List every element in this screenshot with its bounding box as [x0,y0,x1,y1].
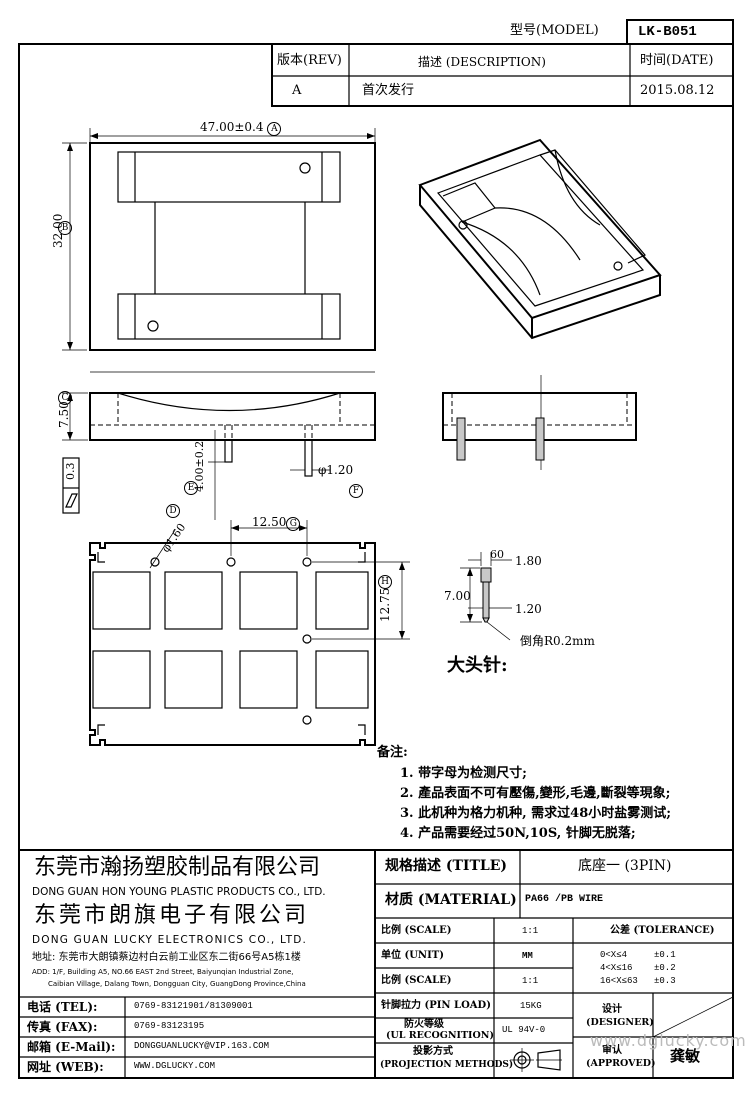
scale-label: 比例 (SCALE) [381,925,452,936]
notes-title: 备注: [377,745,408,760]
title-block [19,849,734,1078]
pin-d3: 7.00 [444,589,471,603]
pin-detail-title: 大头针: [447,655,508,676]
web-label: 网址 (WEB): [27,1060,104,1074]
note-4: 4. 产品需要经过50N,10S, 针脚无脱落; [400,826,636,841]
company-name-1-cn: 东莞市瀚扬塑胶制品有限公司 [34,855,321,880]
tel-label: 电话 (TEL): [27,1000,98,1014]
company-address-cn: 地址: 东莞市大朗镇蔡边村白云前工业区东二街66号A5栋1楼 [32,952,301,963]
designer-label-1: 设计 [602,1004,622,1015]
projection-symbol-icon [510,1048,562,1072]
company-name-2-cn: 东莞市朗旗电子有限公司 [34,903,310,928]
email-value[interactable]: DONGGUANLUCKY@VIP.163.COM [134,1041,270,1051]
top-view [62,128,376,351]
pin-detail [460,552,512,641]
rev-header: 版本(REV) [277,53,342,68]
model-value: LK-B051 [638,24,697,40]
material-label: 材质 (MATERIAL) [385,892,517,908]
tolerance-range-3: 16<X≤63 [600,976,638,986]
desc-value: 首次发行 [362,83,415,98]
flatness-symbol [62,457,80,514]
tolerance-value-1: ±0.1 [654,950,676,960]
dim-hole-tag: D [166,503,180,518]
watermark: www.dglucky.com [590,1031,747,1050]
pin-chamfer: 倒角R0.2mm [520,634,595,648]
tolerance-value-3: ±0.3 [654,976,676,986]
tolerance-header: 公差 (TOLERANCE) [610,925,715,936]
side-view [62,371,376,520]
dim-width: 47.00±0.4 A [200,121,282,136]
tolerance-range-2: 4<X≤16 [600,963,633,973]
projection-label-2: (PROJECTION METHODS) [380,1060,514,1070]
scale2-value: 1:1 [522,976,539,986]
bottom-view [89,520,410,746]
desc-header: 描述 (DESCRIPTION) [418,55,546,69]
scale2-label: 比例 (SCALE) [381,975,452,986]
tolerance-value-2: ±0.2 [654,963,676,973]
revision-table [271,19,734,107]
dim-height: 32.00 [51,213,65,248]
title-label: 规格描述 (TITLE) [385,858,508,874]
unit-label: 单位 (UNIT) [381,950,444,961]
pin-d1: 60 [490,548,504,561]
right-side-view [442,375,637,470]
web-value[interactable]: WWW.DGLUCKY.COM [134,1061,216,1071]
company-name-2-en: DONG GUAN LUCKY ELECTRONICS CO., LTD. [32,934,308,946]
rev-value: A [292,83,302,98]
company-address-en-1: ADD: 1/F, Building A5, NO.66 EAST 2nd St… [32,968,294,976]
title-value: 底座一 (3PIN) [578,858,672,874]
material-value: PA66 /PB WIRE [525,894,604,905]
ul-label-1: 防火等级 [404,1019,444,1030]
model-label: 型号(MODEL) [510,23,599,38]
dim-pitch-y: 12.75 [378,587,392,622]
tolerance-range-1: 0<X≤4 [600,950,628,960]
pin-d2: 1.80 [515,554,542,568]
pinload-label: 针脚拉力 (PIN LOAD) [381,1000,491,1011]
dim-pin-diameter-tag: F [349,483,363,498]
company-name-1-en: DONG GUAN HON YOUNG PLASTIC PRODUCTS CO.… [32,886,326,898]
approved-label-1: 审认 [602,1045,622,1056]
pin-d4: 1.20 [515,602,542,616]
fax-value: 0769-83123195 [134,1021,205,1031]
dim-pin-diameter: φ1.20 [318,463,354,477]
tel-value: 0769-83121901/81309001 [134,1001,253,1011]
approved-signature: 龚敏 [670,1047,701,1065]
date-value: 2015.08.12 [640,83,715,98]
date-header: 时间(DATE) [640,53,714,68]
dim-pin-length-tag: E [184,480,198,495]
scale-value: 1:1 [522,926,539,936]
note-3: 3. 此机种为格力机种, 需求过48小时盐雾测试; [400,806,672,821]
company-address-en-2: Caibian Village, Dalang Town, Dongguan C… [48,980,306,988]
pinload-value: 15KG [520,1001,542,1011]
dim-thickness: 7.50 [57,401,71,428]
dim-height-tag: B [58,220,72,235]
ul-label-2: (UL RECOGNITION) [386,1030,494,1041]
note-1: 1. 带字母为检测尺寸; [400,766,527,781]
approved-label-2: (APPROVED) [586,1058,656,1069]
ul-value: UL 94V-0 [502,1025,546,1035]
fax-label: 传真 (FAX): [27,1020,98,1034]
designer-label-2: (DESIGNER) [586,1017,654,1028]
dim-pitch-y-tag: H [378,574,392,589]
projection-label-1: 投影方式 [413,1046,453,1057]
flatness-value: 0.3 [64,462,77,481]
note-2: 2. 產品表面不可有壓傷,變形,毛邊,斷裂等現象; [400,786,671,801]
email-label: 邮箱 (E-Mail): [27,1040,116,1054]
unit-value: MM [522,951,533,961]
dim-side-tag: C [58,390,72,405]
isometric-view [418,138,662,340]
